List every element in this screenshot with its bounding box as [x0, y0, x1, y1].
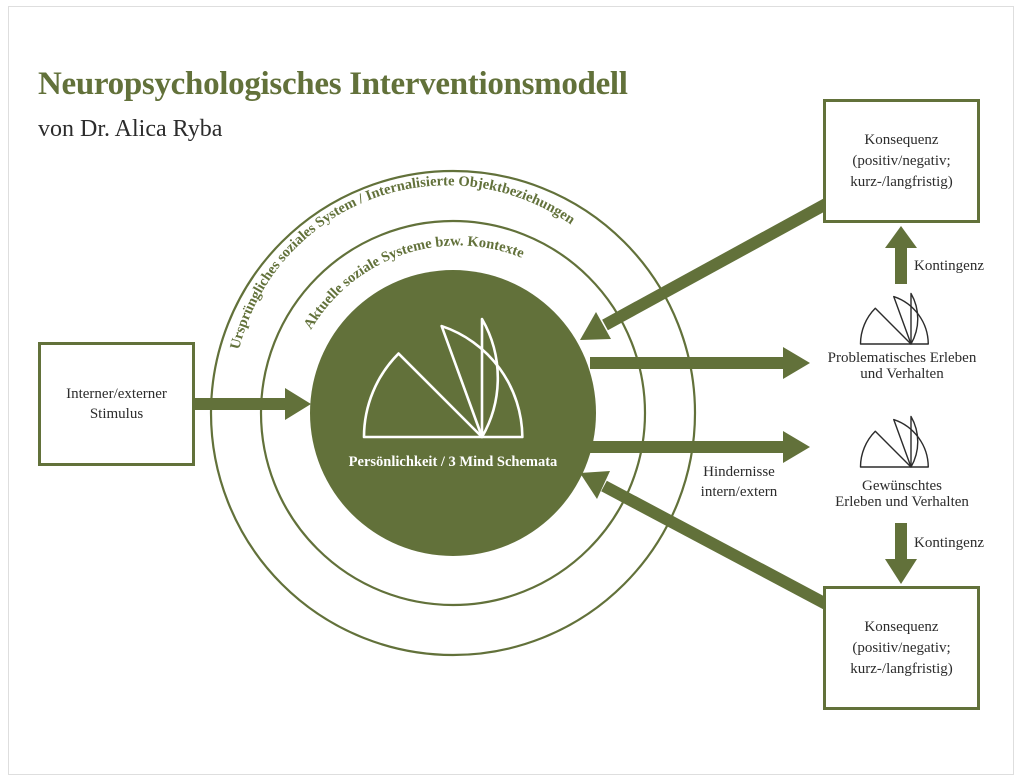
- stimulus-label: Interner/externer Stimulus: [66, 386, 167, 422]
- obstacles-label: Hindernisse intern/extern: [700, 464, 778, 500]
- arrow-core-to-desired: [590, 431, 810, 463]
- consequence-bottom-box: Konsequenz (positiv/negativ; kurz-/langf…: [823, 586, 980, 710]
- page-subtitle: von Dr. Alica Ryba: [38, 116, 223, 142]
- arrow-contingency-up: [885, 226, 917, 284]
- outer-ring: [209, 169, 697, 657]
- consequence-bottom-label: Konsequenz (positiv/negativ; kurz-/langf…: [850, 618, 953, 677]
- problematic-fan-icon: [859, 292, 929, 345]
- consequence-top-box: Konsequenz (positiv/negativ; kurz-/langf…: [823, 99, 980, 223]
- personality-core: [310, 270, 596, 556]
- desired-fan-icon: [859, 415, 929, 468]
- arrow-consequence-top-to-core: [580, 198, 829, 340]
- arrow-stimulus-to-core: [195, 388, 311, 420]
- desired-label: Gewünschtes Erleben und Verhalten: [835, 478, 969, 510]
- page-title: Neuropsychologisches Interventionsmodell: [38, 66, 628, 102]
- center-label: Persönlichkeit / 3 Mind Schemata: [349, 454, 558, 470]
- problematic-label: Problematisches Erleben und Verhalten: [827, 350, 977, 382]
- inner-ring: [259, 219, 647, 607]
- stimulus-box: Interner/externer Stimulus: [38, 342, 195, 466]
- arrow-core-to-problematic: [590, 347, 810, 379]
- consequence-top-label: Konsequenz (positiv/negativ; kurz-/langf…: [850, 131, 953, 190]
- arrow-consequence-bottom-to-core: [580, 471, 829, 610]
- contingency-top-label: Kontingenz: [914, 258, 984, 274]
- arrow-contingency-down: [885, 523, 917, 584]
- contingency-bottom-label: Kontingenz: [914, 535, 984, 551]
